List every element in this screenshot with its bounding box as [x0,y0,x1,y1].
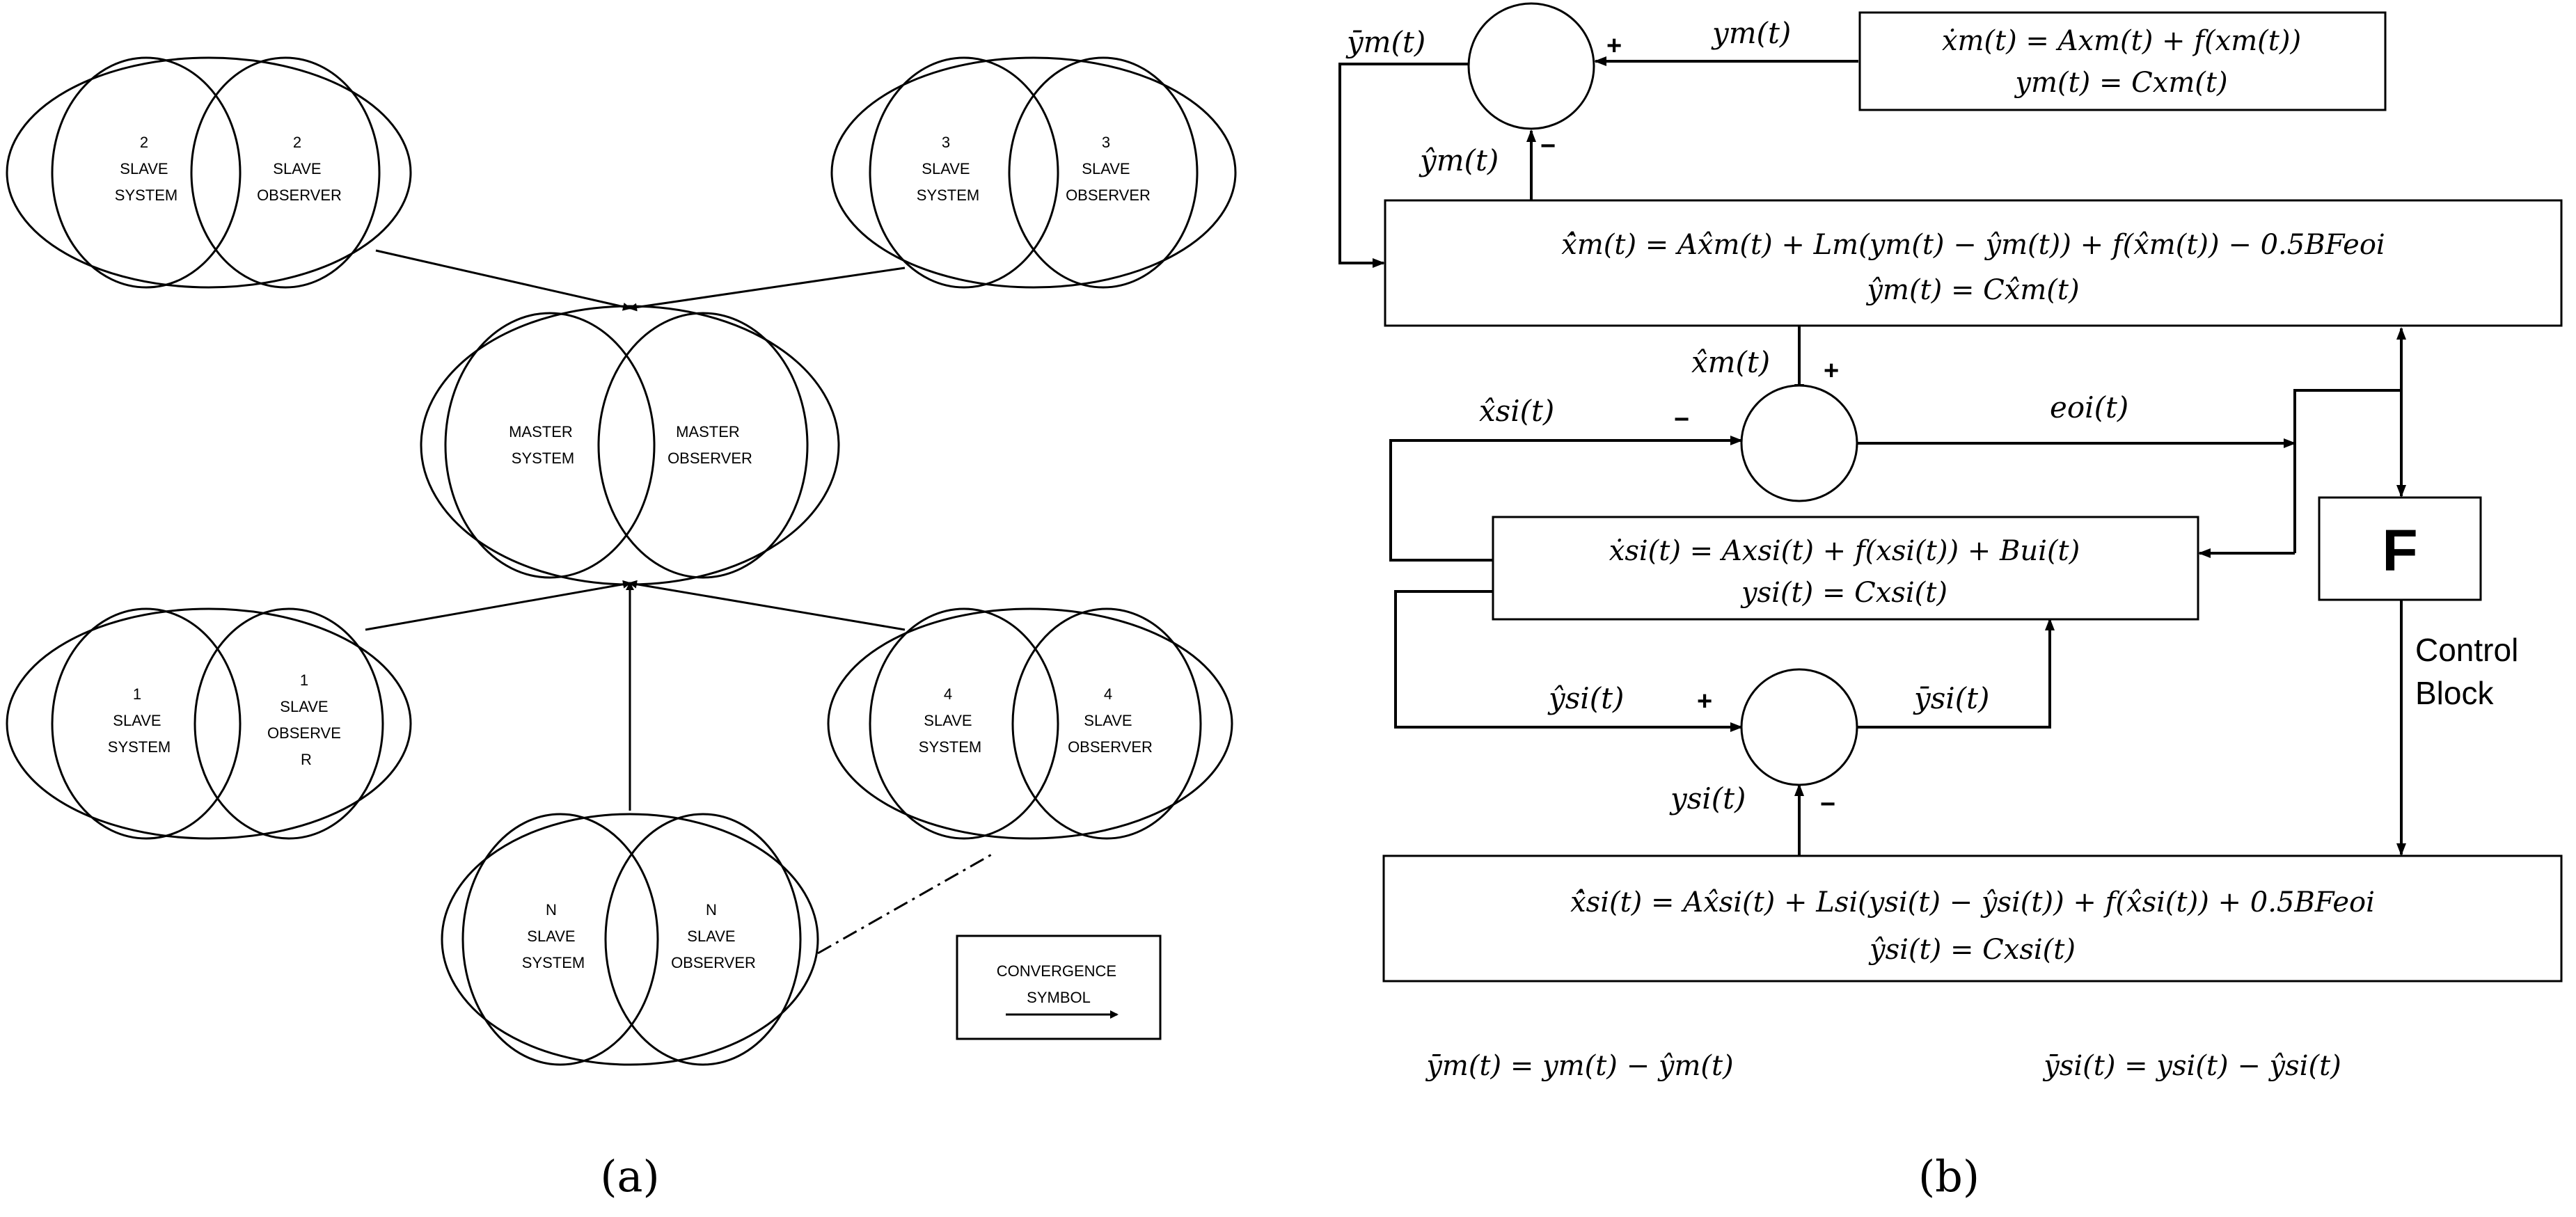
slave3-system-label: 3 SLAVE SYSTEM [917,134,979,204]
slaveN-system-circle [461,813,659,1066]
master-system-block: ẋm(t) = Axm(t) + f(xm(t)) ym(t) = Cxm(t) [1858,11,2387,111]
wire-yhat-si [1394,590,1743,732]
panel-a: 2 SLAVE SYSTEM 2 SLAVE OBSERVER 3 SLAVE … [6,56,1237,1202]
sign-plus-ym: + [1606,31,1622,61]
slave-system-eq-1: ẋsi(t) = Axsi(t) + f(xsi(t)) + Bui(t) [1609,535,2080,567]
slave-observer-eq-1: x̂̇si(t) = Ax̂si(t) + Lsi(ysi(t) − ŷsi(t… [1570,886,2375,918]
slave2-outer-ellipse [6,56,412,289]
slave3-system-circle [869,56,1059,289]
junction-signs: + − + − + − [1540,31,1839,819]
slave1-outer-ellipse [6,607,412,840]
arrow-slave2-to-master [375,249,631,311]
slaveN-system-label: N SLAVE SYSTEM [522,901,585,971]
slave2-group: 2 SLAVE SYSTEM 2 SLAVE OBSERVER [6,56,412,289]
signal-labels: ȳm(t) ym(t) ŷm(t) x̂m(t) x̂si(t) eoi(t) … [1345,16,2128,816]
slave1-group: 1 SLAVE SYSTEM 1 SLAVE OBSERVE R [6,607,412,840]
slave1-observer-label: 1 SLAVE OBSERVE R [267,671,345,768]
slave2-system-circle [51,56,242,289]
signal-y-si: ysi(t) [1669,781,1746,816]
slave3-observer-circle [1008,56,1199,289]
sum-junction-slave-output [1740,668,1858,786]
signal-ybar-si: ȳsi(t) [1913,681,1989,715]
control-f-symbol: F [2382,518,2417,583]
slave-observer-block: x̂̇si(t) = Ax̂si(t) + Lsi(ysi(t) − ŷsi(t… [1382,854,2563,983]
master-observer-label: MASTER OBSERVER [667,423,752,467]
control-block-label: Control Block [2415,632,2527,711]
master-observer-eq-1: x̂̇m(t) = Ax̂m(t) + Lm(ym(t) − ŷm(t)) + … [1561,229,2385,261]
convergence-legend: CONVERGENCE SYMBOL [956,934,1162,1040]
signal-ybar-m: ȳm(t) [1345,25,1425,59]
signal-yhat-si: ŷsi(t) [1547,681,1624,715]
wire-ybar-si [1857,618,2055,729]
arrow-slave1-to-master [365,580,631,631]
slave4-group: 4 SLAVE SYSTEM 4 SLAVE OBSERVER [827,607,1233,840]
panel-b: ẋm(t) = Axm(t) + f(xm(t)) ym(t) = Cxm(t)… [1338,2,2563,1202]
master-system-eq-1: ẋm(t) = Axm(t) + f(xm(t)) [1942,25,2301,57]
slave1-observer-circle [193,607,384,840]
signal-xhat-si: x̂si(t) [1479,394,1554,428]
slave2-system-label: 2 SLAVE SYSTEM [115,134,177,204]
wire-xhat-si [1389,436,1743,562]
slave1-system-circle [51,607,242,840]
slave4-observer-circle [1011,607,1202,840]
signal-y-m: ym(t) [1711,16,1791,50]
wire-ybar-m [1338,63,1469,268]
slave-observer-eq-2: ŷsi(t) = Cxsi(t) [1868,934,2076,966]
sign-plus-xhat-m: + [1824,356,1839,385]
master-outer-ellipse [420,305,840,586]
arrow-slave4-to-master [629,580,906,631]
slave3-group: 3 SLAVE SYSTEM 3 SLAVE OBSERVER [830,56,1237,289]
arrow-slave3-to-master [629,267,906,312]
convergence-arrows [365,249,996,955]
slaveN-outer-ellipse [441,813,819,1066]
slave-system-block: ẋsi(t) = Axsi(t) + f(xsi(t)) + Bui(t) ys… [1492,516,2199,621]
control-f-box [2318,496,2482,601]
signal-yhat-m: ŷm(t) [1419,143,1499,177]
slave1-system-label: 1 SLAVE SYSTEM [108,685,171,756]
master-system-label: MASTER SYSTEM [509,423,577,467]
master-observer-eq-2: ŷm(t) = Cx̂m(t) [1865,274,2079,306]
slave4-system-label: 4 SLAVE SYSTEM [919,685,981,756]
sum-junction-error [1740,384,1858,502]
slave4-observer-label: 4 SLAVE OBSERVER [1068,685,1153,756]
master-observer-circle [597,312,809,579]
control-block: F Control Block [2318,496,2527,711]
sum-junction-master-output [1467,2,1595,130]
master-system-eq-2: ym(t) = Cxm(t) [2014,67,2227,99]
wiring [1338,56,2406,856]
wire-junction [2293,389,2401,553]
sign-minus-yhat-m: − [1540,132,1556,161]
slave2-observer-circle [190,56,381,289]
slaveN-group: N SLAVE SYSTEM N SLAVE OBSERVER [441,813,819,1066]
master-group: MASTER SYSTEM MASTER OBSERVER [420,305,840,586]
legend-label: CONVERGENCE SYMBOL [997,962,1121,1006]
signal-e-oi: eoi(t) [2050,390,2128,424]
slave4-outer-ellipse [827,607,1233,840]
slaveN-observer-circle [604,813,802,1066]
dashed-connector-n-to-4 [817,851,996,955]
signal-xhat-m: x̂m(t) [1691,345,1770,379]
footer-eq-ybar-si: ȳsi(t) = ysi(t) − ŷsi(t) [2042,1050,2341,1082]
panel-b-caption: (b) [1918,1151,1980,1202]
master-system-circle [444,312,656,579]
slave3-observer-label: 3 SLAVE OBSERVER [1066,134,1151,204]
master-system-box [1858,11,2387,111]
panel-a-caption: (a) [600,1151,659,1202]
slave-observer-box [1382,854,2563,983]
slave3-outer-ellipse [830,56,1237,289]
slave-system-eq-2: ysi(t) = Cxsi(t) [1740,577,1947,609]
master-observer-block: x̂̇m(t) = Ax̂m(t) + Lm(ym(t) − ŷm(t)) + … [1384,199,2563,327]
slave4-system-circle [869,607,1059,840]
sign-plus-yhat-si: + [1697,687,1712,716]
slaveN-observer-label: N SLAVE OBSERVER [671,901,756,971]
sign-minus-xhat-si: − [1674,405,1689,434]
legend-box [956,934,1162,1040]
sign-minus-y-si: − [1820,790,1835,819]
master-observer-box [1384,199,2563,327]
slave-system-box [1492,516,2199,621]
slave2-observer-label: 2 SLAVE OBSERVER [257,134,342,204]
footer-eq-ybar-m: ȳm(t) = ym(t) − ŷm(t) [1425,1050,1733,1082]
